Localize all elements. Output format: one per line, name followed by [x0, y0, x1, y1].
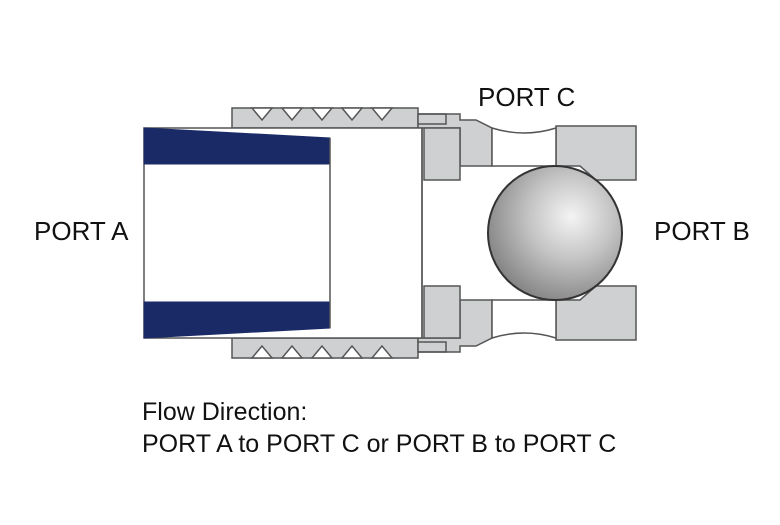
retaining-clip: [418, 113, 447, 353]
tube: [143, 127, 423, 339]
port-a-label: PORT A: [34, 216, 129, 246]
thread-teeth-top: [250, 107, 394, 122]
caption-heading: Flow Direction:: [142, 398, 308, 426]
flow-direction-caption: Flow Direction: PORT A to PORT C or PORT…: [142, 396, 616, 460]
thread-teeth-bottom: [250, 344, 394, 359]
port-c-label: PORT C: [478, 82, 576, 112]
check-ball: [487, 165, 623, 301]
port-c-channel: [491, 126, 557, 340]
caption-detail: PORT A to PORT C or PORT B to PORT C: [142, 430, 617, 458]
port-b-label: PORT B: [654, 216, 750, 246]
